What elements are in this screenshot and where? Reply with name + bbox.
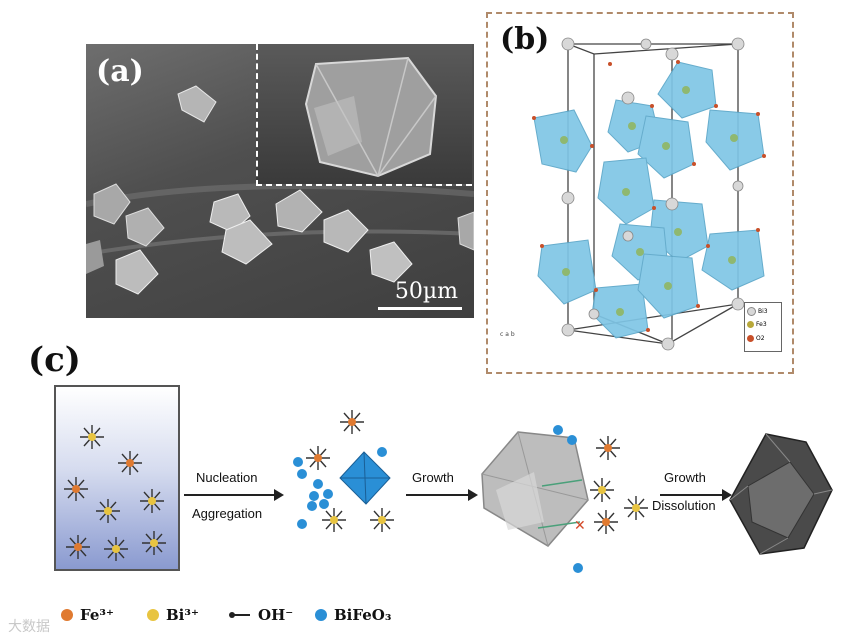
legend-fe-row: Fe3 bbox=[747, 321, 767, 328]
legend-oh: OH⁻ bbox=[228, 606, 293, 624]
legend-bifeo3: BiFeO₃ bbox=[314, 606, 391, 624]
final-crystal bbox=[728, 428, 836, 558]
svg-text:✕: ✕ bbox=[574, 518, 586, 534]
scale-bar bbox=[378, 307, 462, 310]
structure-legend: Bi3 Fe3 O2 bbox=[744, 302, 782, 352]
oh-ligand-icon bbox=[228, 608, 252, 622]
ion-complexes bbox=[56, 387, 178, 569]
o-atom-icon bbox=[747, 335, 754, 342]
growing-crystal: ✕ bbox=[478, 418, 660, 574]
legend-o-label: O2 bbox=[756, 335, 765, 342]
scale-bar-label: 50µm bbox=[395, 279, 458, 304]
legend-bi-row: Bi3 bbox=[747, 307, 768, 316]
legend-fe-text: Fe³⁺ bbox=[80, 606, 114, 624]
growth-label: Growth bbox=[412, 470, 454, 485]
bi-ion-icon bbox=[146, 608, 160, 622]
panel-a-label: (a) bbox=[96, 54, 144, 89]
aggregation-label: Aggregation bbox=[192, 506, 262, 521]
bifeo3-particle-icon bbox=[314, 608, 328, 622]
growth-label-2: Growth bbox=[664, 470, 706, 485]
crystal-structure-panel: (b) bbox=[486, 12, 794, 374]
fe-ion-icon bbox=[60, 608, 74, 622]
legend-bi: Bi³⁺ bbox=[146, 606, 199, 624]
fe-atom-icon bbox=[747, 321, 754, 328]
panel-c-label: (c) bbox=[28, 340, 81, 380]
legend-oh-text: OH⁻ bbox=[258, 606, 293, 624]
arrow-1-icon bbox=[182, 488, 286, 502]
legend-fe-label: Fe3 bbox=[756, 321, 767, 328]
bi-atom-icon bbox=[747, 307, 756, 316]
axis-b: b bbox=[511, 331, 515, 338]
axis-indicator: c a b bbox=[500, 331, 515, 338]
sem-inset-crystal bbox=[258, 44, 472, 184]
legend-o-row: O2 bbox=[747, 335, 765, 342]
sem-image-panel: (a) 50µm bbox=[86, 44, 474, 318]
nucleation-label: Nucleation bbox=[196, 470, 257, 485]
sem-inset bbox=[256, 44, 472, 186]
legend-bifeo3-text: BiFeO₃ bbox=[334, 606, 391, 624]
legend-bi-label: Bi3 bbox=[758, 308, 768, 315]
legend-fe: Fe³⁺ bbox=[60, 606, 114, 624]
solution-beaker bbox=[54, 385, 180, 571]
axis-c: c bbox=[500, 331, 503, 338]
dissolution-label: Dissolution bbox=[652, 498, 716, 513]
axis-a: a bbox=[505, 331, 509, 338]
watermark: 大数据 bbox=[8, 616, 50, 636]
nucleus-cluster bbox=[288, 400, 398, 550]
arrow-2-icon bbox=[404, 488, 480, 502]
legend-bi-text: Bi³⁺ bbox=[166, 606, 199, 624]
